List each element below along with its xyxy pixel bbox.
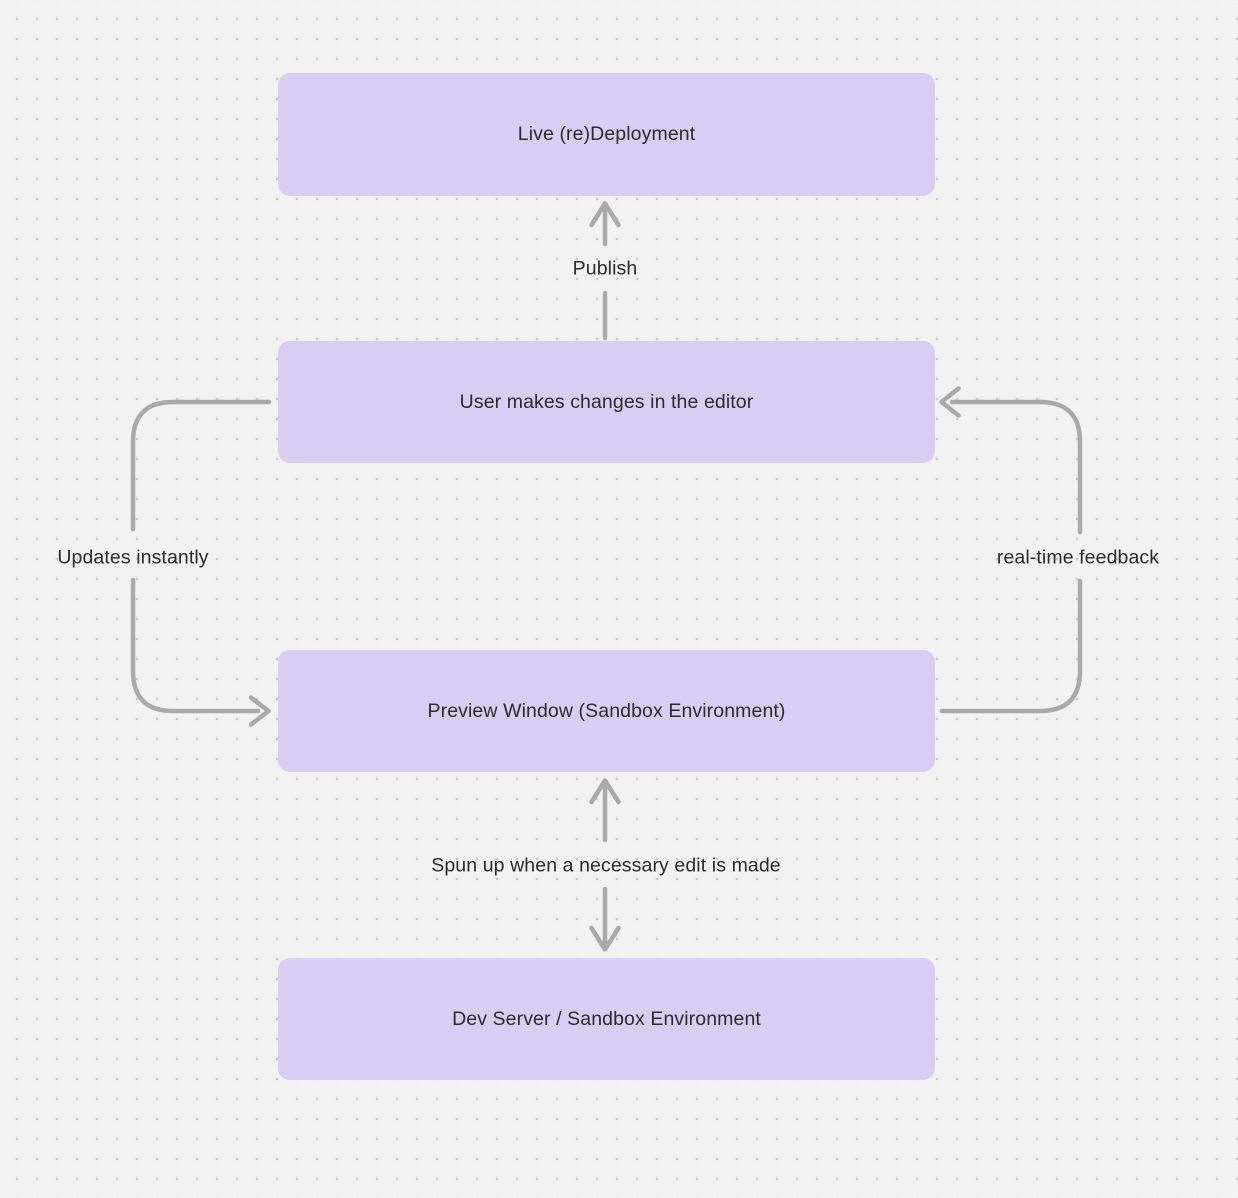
node-dev-server[interactable]: Dev Server / Sandbox Environment [278,958,935,1080]
edge-label-spun-up: Spun up when a necessary edit is made [431,854,781,877]
edge-label-publish: Publish [572,257,638,280]
node-preview-window[interactable]: Preview Window (Sandbox Environment) [278,650,935,772]
node-dev-server-label: Dev Server / Sandbox Environment [452,1007,761,1030]
node-live-deployment[interactable]: Live (re)Deployment [278,73,935,196]
edge-label-updates-instantly: Updates instantly [57,546,209,569]
node-preview-window-label: Preview Window (Sandbox Environment) [427,699,786,722]
edge-label-real-time-feedback: real-time feedback [996,546,1160,569]
node-user-editor[interactable]: User makes changes in the editor [278,341,935,463]
node-user-editor-label: User makes changes in the editor [459,390,754,413]
node-live-deployment-label: Live (re)Deployment [517,123,696,145]
